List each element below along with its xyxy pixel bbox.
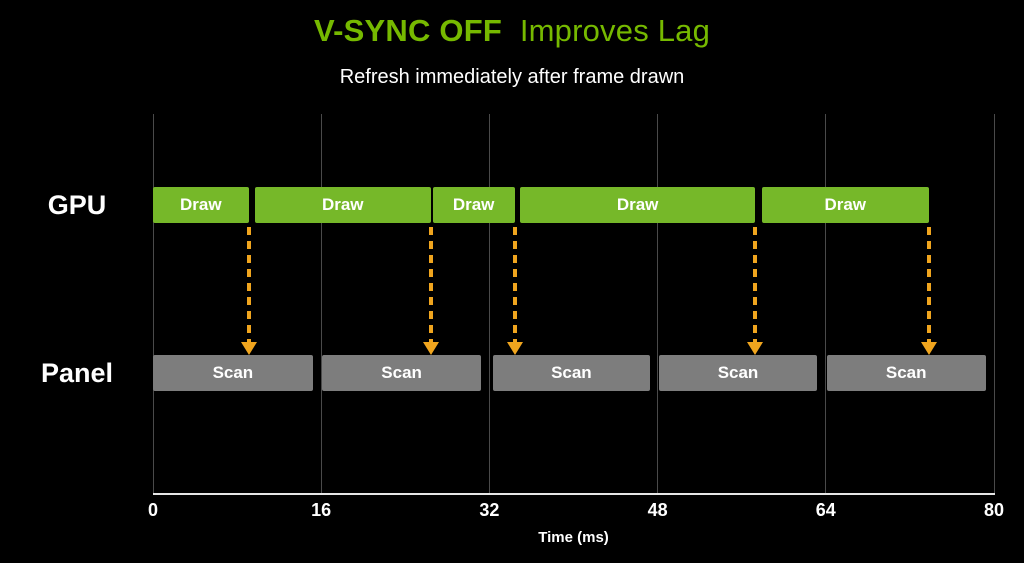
gridline xyxy=(825,114,827,494)
gridline xyxy=(320,114,322,494)
x-tick-label: 0 xyxy=(147,500,159,520)
gridline xyxy=(993,114,995,494)
refresh-arrow-head-icon xyxy=(506,342,523,355)
refresh-arrow-head-icon xyxy=(240,342,257,355)
x-tick-label: 64 xyxy=(815,500,836,520)
draw-segment: Draw xyxy=(519,187,756,223)
draw-segment: Draw xyxy=(432,187,515,223)
x-tick-label: 80 xyxy=(983,500,1005,520)
x-axis-line xyxy=(153,493,995,495)
draw-segment: Draw xyxy=(254,187,431,223)
scan-segment: Scan xyxy=(322,355,481,391)
x-tick-label: 32 xyxy=(479,500,500,520)
refresh-arrow-shaft xyxy=(753,227,758,343)
x-tick-label: 48 xyxy=(647,500,668,520)
row-label-panel: Panel xyxy=(40,358,114,388)
gridline xyxy=(488,114,490,494)
scan-segment: Scan xyxy=(492,355,651,391)
slide-title-highlight: V-SYNC OFF xyxy=(313,13,502,48)
refresh-arrow-head-icon xyxy=(422,342,439,355)
x-tick-label: 16 xyxy=(311,500,332,520)
slide-subtitle: Refresh immediately after frame drawn xyxy=(339,66,685,88)
refresh-arrow-head-icon xyxy=(920,342,937,355)
scan-segment: Scan xyxy=(658,355,818,391)
draw-segment: Draw xyxy=(153,187,249,223)
scan-segment: Scan xyxy=(153,355,313,391)
gridline xyxy=(657,114,659,494)
slide-title: V-SYNC OFF Improves Lag xyxy=(0,13,1024,49)
draw-segment: Draw xyxy=(761,187,929,223)
row-label-gpu: GPU xyxy=(47,190,107,220)
refresh-arrow-shaft xyxy=(428,227,433,343)
slide-title-rest: Improves Lag xyxy=(519,13,711,48)
gridline xyxy=(152,114,154,494)
refresh-arrow-shaft xyxy=(926,227,931,343)
refresh-arrow-head-icon xyxy=(747,342,764,355)
x-axis-title: Time (ms) xyxy=(538,529,609,546)
refresh-arrow-shaft xyxy=(246,227,251,343)
scan-segment: Scan xyxy=(826,355,986,391)
refresh-arrow-shaft xyxy=(512,227,517,343)
